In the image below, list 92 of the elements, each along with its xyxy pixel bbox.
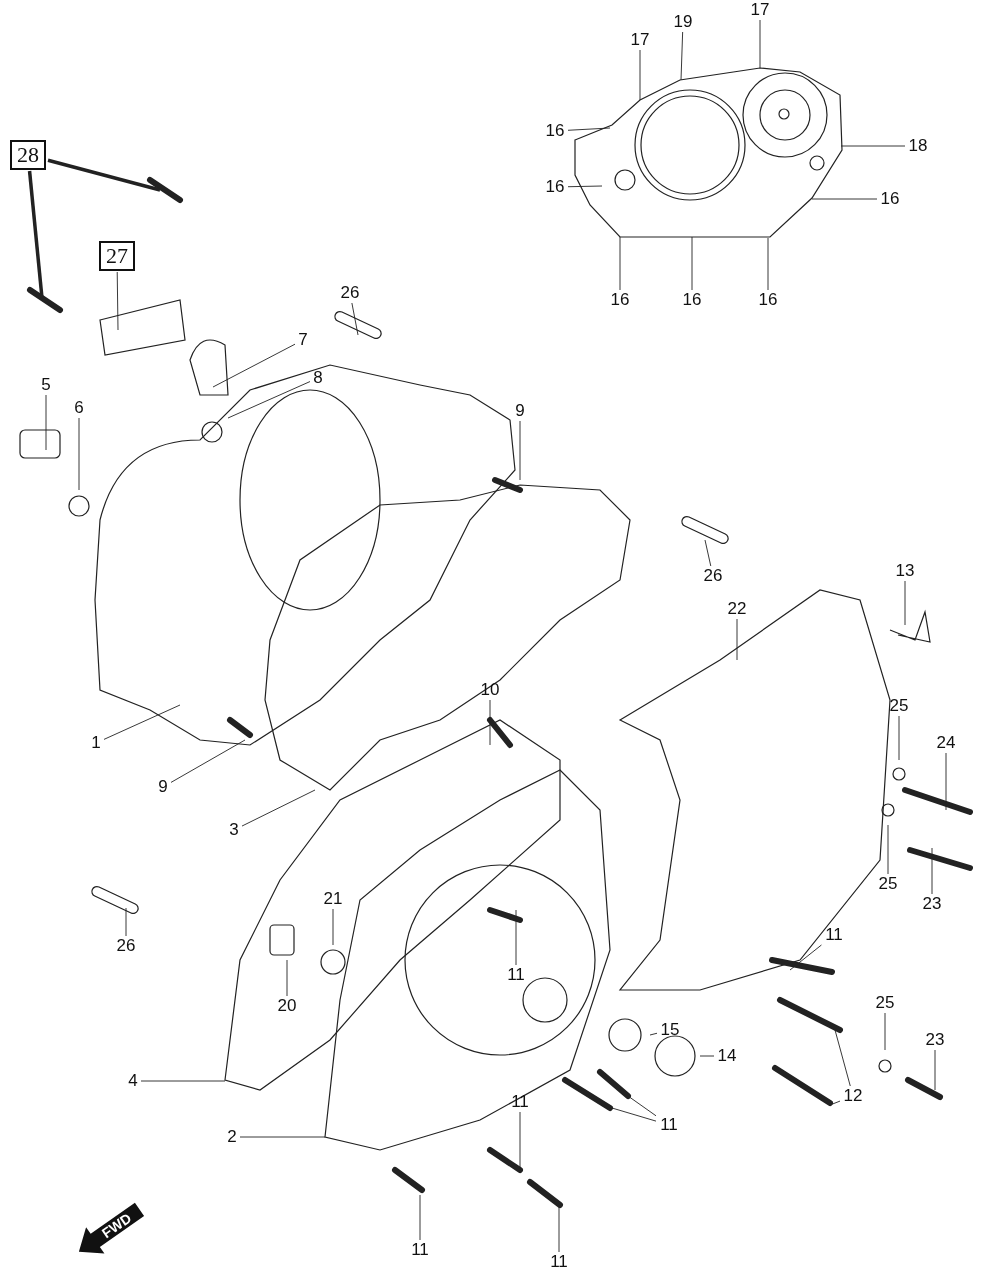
- leader-line: [27, 170, 44, 299]
- leader-line: [611, 1107, 657, 1122]
- leader-line: [227, 381, 311, 419]
- callout-number: 4: [128, 1072, 138, 1090]
- leader-line: [680, 31, 684, 81]
- leader-line: [619, 236, 621, 291]
- callout-number: 11: [550, 1253, 568, 1271]
- callout-number: 1: [91, 734, 101, 752]
- callout-number: 9: [515, 402, 525, 420]
- callout-number: 11: [825, 926, 843, 944]
- callout-number: 11: [507, 966, 525, 984]
- leader-line: [931, 847, 933, 895]
- callout-number: 21: [323, 890, 343, 908]
- leader-line: [736, 618, 738, 661]
- callout-number: 9: [158, 778, 168, 796]
- callout-number: 16: [682, 291, 702, 309]
- callout-number: 23: [922, 895, 942, 913]
- leader-line: [945, 752, 947, 811]
- callout-number: 16: [545, 122, 565, 140]
- callout-number: 23: [925, 1031, 945, 1049]
- leader-line: [649, 1032, 658, 1036]
- leader-line: [212, 343, 296, 388]
- callout-number: 17: [630, 31, 650, 49]
- leader-line: [241, 789, 316, 827]
- callout-number: 22: [727, 600, 747, 618]
- leader-line: [904, 580, 906, 626]
- boxed-callout-number: 27: [99, 241, 135, 271]
- leader-line: [140, 1080, 226, 1082]
- leader-line: [515, 909, 517, 966]
- leader-line: [419, 1194, 421, 1241]
- callout-number: 24: [936, 734, 956, 752]
- callout-number: 13: [895, 562, 915, 580]
- leader-line: [103, 704, 181, 740]
- callout-number: 16: [758, 291, 778, 309]
- callout-number: 16: [545, 178, 565, 196]
- leader-line: [519, 420, 521, 481]
- callout-number: 16: [880, 190, 900, 208]
- leader-line: [170, 739, 246, 783]
- callout-number: 20: [277, 997, 297, 1015]
- leader-line: [239, 1136, 326, 1138]
- leader-line: [691, 236, 693, 291]
- leader-line: [567, 127, 611, 131]
- leader-line: [627, 1095, 657, 1117]
- callout-number: 17: [750, 1, 770, 19]
- callout-number: 10: [480, 681, 500, 699]
- leader-line: [811, 198, 878, 200]
- callout-number: 16: [610, 291, 630, 309]
- callout-number: 6: [74, 399, 84, 417]
- leader-line: [704, 539, 712, 567]
- callout-number: 26: [703, 567, 723, 585]
- callout-number: 8: [313, 369, 323, 387]
- leader-line: [840, 145, 906, 147]
- callout-number: 11: [511, 1093, 529, 1111]
- leader-line: [829, 1100, 841, 1106]
- leader-line: [45, 394, 47, 451]
- callout-number: 25: [878, 875, 898, 893]
- callout-number: 15: [660, 1021, 680, 1039]
- leader-line: [567, 185, 603, 188]
- leader-line: [116, 271, 119, 331]
- callout-number: 11: [660, 1116, 678, 1134]
- leader-line: [639, 49, 641, 101]
- leader-line: [489, 699, 491, 746]
- leader-line: [884, 1012, 886, 1051]
- callout-number: 5: [41, 376, 51, 394]
- callout-number: 11: [411, 1241, 429, 1259]
- callout-number: 14: [717, 1047, 737, 1065]
- leader-line: [767, 237, 769, 291]
- leader-line: [898, 715, 900, 761]
- callout-number: 2: [227, 1128, 237, 1146]
- callout-number: 7: [298, 331, 308, 349]
- callout-number: 26: [116, 937, 136, 955]
- callout-number: 25: [889, 697, 909, 715]
- leader-line: [286, 959, 288, 997]
- leader-line: [934, 1049, 936, 1091]
- leader-line: [47, 158, 161, 192]
- boxed-callout-number: 28: [10, 140, 46, 170]
- leader-line: [759, 19, 761, 69]
- leader-line: [834, 1029, 851, 1087]
- callout-number: 18: [908, 137, 928, 155]
- leader-line: [78, 417, 80, 491]
- leader-line: [699, 1055, 715, 1057]
- leader-line: [558, 1204, 560, 1253]
- leader-line: [125, 907, 127, 937]
- leader-line: [887, 824, 889, 875]
- leader-line: [332, 908, 334, 946]
- callout-number: 25: [875, 994, 895, 1012]
- callout-number: 3: [229, 821, 239, 839]
- leader-line: [351, 302, 359, 336]
- leader-line: [789, 944, 822, 971]
- callout-number: 19: [673, 13, 693, 31]
- callout-number: 26: [340, 284, 360, 302]
- callout-number: 12: [843, 1087, 863, 1105]
